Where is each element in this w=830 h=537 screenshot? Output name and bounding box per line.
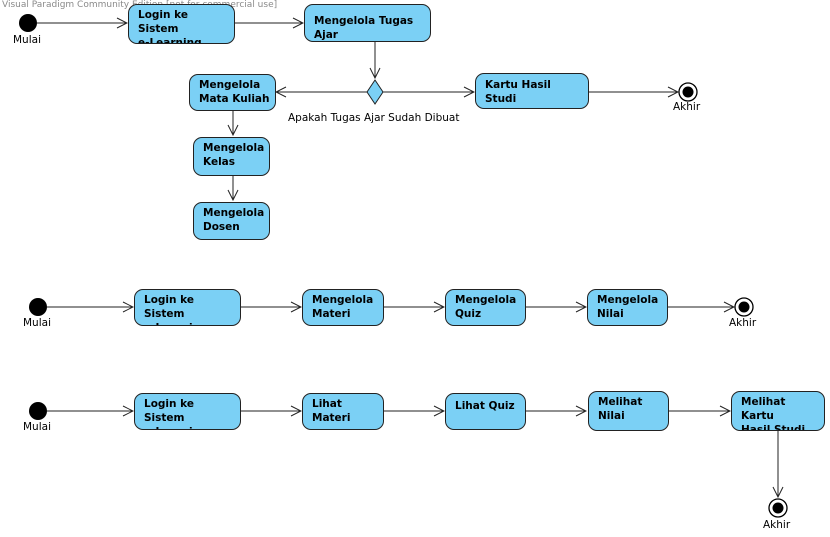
flow1-initial-node xyxy=(19,14,37,32)
flow3-activity-materi[interactable]: Lihat Materi xyxy=(302,393,384,430)
flow2-activity-login[interactable]: Login ke Sistem e-Learning xyxy=(134,289,241,326)
flow1-end-label: Akhir xyxy=(673,101,701,113)
flow2-activity-materi[interactable]: Mengelola Materi xyxy=(302,289,384,326)
flow1-activity-tugas-ajar[interactable]: Mengelola Tugas Ajar xyxy=(304,4,431,42)
flow2-initial-node xyxy=(29,298,47,316)
flow3-activity-nilai[interactable]: Melihat Nilai xyxy=(588,391,669,431)
flow2-final-node-core xyxy=(738,301,750,313)
flow1-activity-mata-kuliah[interactable]: Mengelola Mata Kuliah xyxy=(189,74,276,111)
flow3-activity-khs[interactable]: Melihat Kartu Hasil Studi xyxy=(731,391,825,431)
flow1-decision-label: Apakah Tugas Ajar Sudah Dibuat xyxy=(288,112,460,124)
flow1-activity-login[interactable]: Login ke Sistem e-Learning xyxy=(128,4,235,44)
flow1-activity-dosen[interactable]: Mengelola Dosen xyxy=(193,202,270,240)
flow3-activity-quiz[interactable]: Lihat Quiz xyxy=(445,393,526,430)
flow3-start-label: Mulai xyxy=(23,421,51,433)
flow1-start-label: Mulai xyxy=(13,34,41,46)
flow1-activity-kelas[interactable]: Mengelola Kelas xyxy=(193,137,270,176)
flow1-final-node-core xyxy=(682,86,694,98)
flow3-final-node-core xyxy=(772,502,784,514)
flow1-activity-khs[interactable]: Kartu Hasil Studi xyxy=(475,73,589,109)
flow3-initial-node xyxy=(29,402,47,420)
flow2-activity-quiz[interactable]: Mengelola Quiz xyxy=(445,289,526,326)
flow3-end-label: Akhir xyxy=(763,519,791,531)
flow2-end-label: Akhir xyxy=(729,317,757,329)
flow2-activity-nilai[interactable]: Mengelola Nilai xyxy=(587,289,668,326)
flow2-start-label: Mulai xyxy=(23,317,51,329)
flow3-activity-login[interactable]: Login ke Sistem e-Learning xyxy=(134,393,241,430)
flow1-decision-node xyxy=(366,79,384,105)
